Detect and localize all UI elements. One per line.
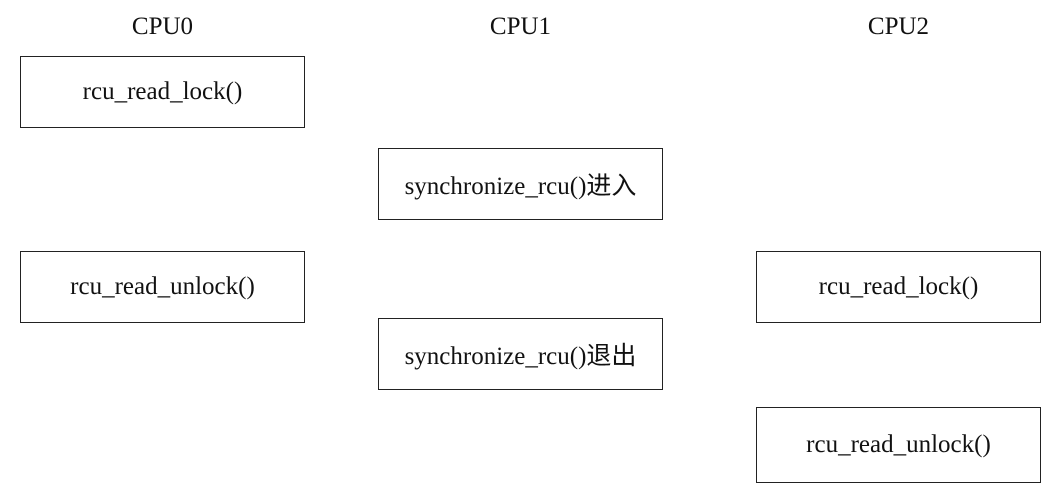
cpu2-rcu-read-unlock-box: rcu_read_unlock() [756, 407, 1041, 483]
cpu0-rcu-read-unlock-box: rcu_read_unlock() [20, 251, 305, 323]
cpu0-header: CPU0 [131, 13, 194, 40]
cpu2-rcu-read-lock-box: rcu_read_lock() [756, 251, 1041, 323]
cpu2-rcu-read-unlock-label: rcu_read_unlock() [806, 431, 991, 458]
cpu1-synchronize-rcu-exit-label: synchronize_rcu()退出 [404, 343, 637, 370]
cpu1-synchronize-rcu-enter-label: synchronize_rcu()进入 [404, 173, 637, 200]
cpu2-rcu-read-lock-label: rcu_read_lock() [818, 273, 979, 300]
cpu1-synchronize-rcu-exit-box: synchronize_rcu()退出 [378, 318, 663, 390]
cpu0-rcu-read-lock-label: rcu_read_lock() [82, 78, 243, 105]
cpu1-header: CPU1 [489, 13, 552, 40]
cpu1-synchronize-rcu-enter-box: synchronize_rcu()进入 [378, 148, 663, 220]
cpu0-rcu-read-unlock-label: rcu_read_unlock() [70, 273, 255, 300]
cpu2-header: CPU2 [867, 13, 930, 40]
cpu0-rcu-read-lock-box: rcu_read_lock() [20, 56, 305, 128]
